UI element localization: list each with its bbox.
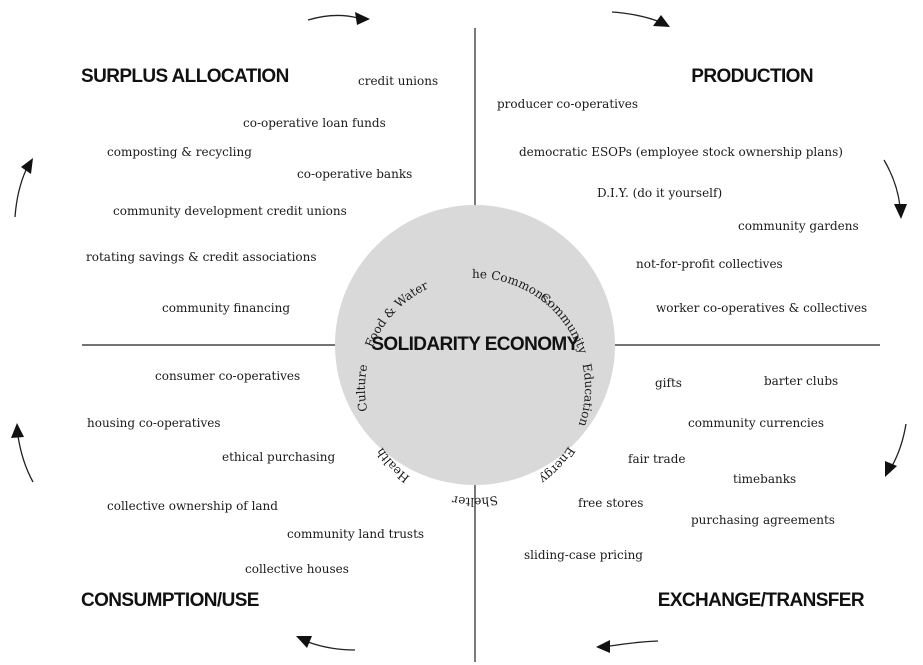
exchange-item: sliding-case pricing — [524, 548, 643, 562]
flow-arrow-top-left — [307, 12, 370, 25]
exchange-item: gifts — [655, 376, 682, 390]
ring-label-shelter: Shelter — [451, 493, 499, 509]
exchange-item: fair trade — [628, 452, 685, 466]
flow-arrow-bottom-right — [596, 640, 659, 653]
exchange-item: timebanks — [733, 472, 796, 486]
production-item: democratic ESOPs (employee stock ownersh… — [519, 145, 843, 159]
flow-arrow-right-lower — [885, 423, 907, 477]
surplus-item: community development credit unions — [113, 204, 347, 218]
production-item: community gardens — [738, 219, 859, 233]
surplus-item: credit unions — [358, 74, 438, 88]
flow-arrow-top-right — [611, 11, 670, 27]
production-item: not-for-profit collectives — [636, 257, 783, 271]
consumption-item: housing co-operatives — [87, 416, 221, 430]
production-item: worker co-operatives & collectives — [656, 301, 867, 315]
flow-arrow-right-upper — [883, 159, 907, 219]
center-circle — [335, 205, 615, 485]
exchange-item: barter clubs — [764, 374, 838, 388]
flow-arrow-bottom-left — [296, 636, 356, 651]
ring-label-culture: Culture — [354, 363, 370, 413]
flow-arrow-left-upper — [14, 158, 33, 218]
heading-consumption-use: CONSUMPTION/USE — [81, 590, 259, 611]
surplus-item: community financing — [162, 301, 290, 315]
consumption-item: community land trusts — [287, 527, 424, 541]
consumption-item: collective houses — [245, 562, 349, 576]
production-item: D.I.Y. (do it yourself) — [597, 186, 722, 200]
consumption-item: consumer co-operatives — [155, 369, 300, 383]
exchange-item: community currencies — [688, 416, 824, 430]
heading-production: PRODUCTION — [691, 66, 813, 87]
surplus-item: composting & recycling — [107, 145, 252, 159]
surplus-item: rotating savings & credit associations — [86, 250, 317, 264]
production-item: producer co-operatives — [497, 97, 638, 111]
surplus-item: co-operative loan funds — [243, 116, 386, 130]
surplus-item: co-operative banks — [297, 167, 412, 181]
flow-arrow-left-lower — [11, 423, 34, 483]
exchange-item: purchasing agreements — [691, 513, 835, 527]
consumption-item: ethical purchasing — [222, 450, 335, 464]
heading-surplus-allocation: SURPLUS ALLOCATION — [81, 66, 289, 87]
exchange-item: free stores — [578, 496, 643, 510]
center-title: SOLIDARITY ECONOMY — [371, 334, 579, 355]
heading-exchange-transfer: EXCHANGE/TRANSFER — [658, 590, 865, 611]
consumption-item: collective ownership of land — [107, 499, 278, 513]
